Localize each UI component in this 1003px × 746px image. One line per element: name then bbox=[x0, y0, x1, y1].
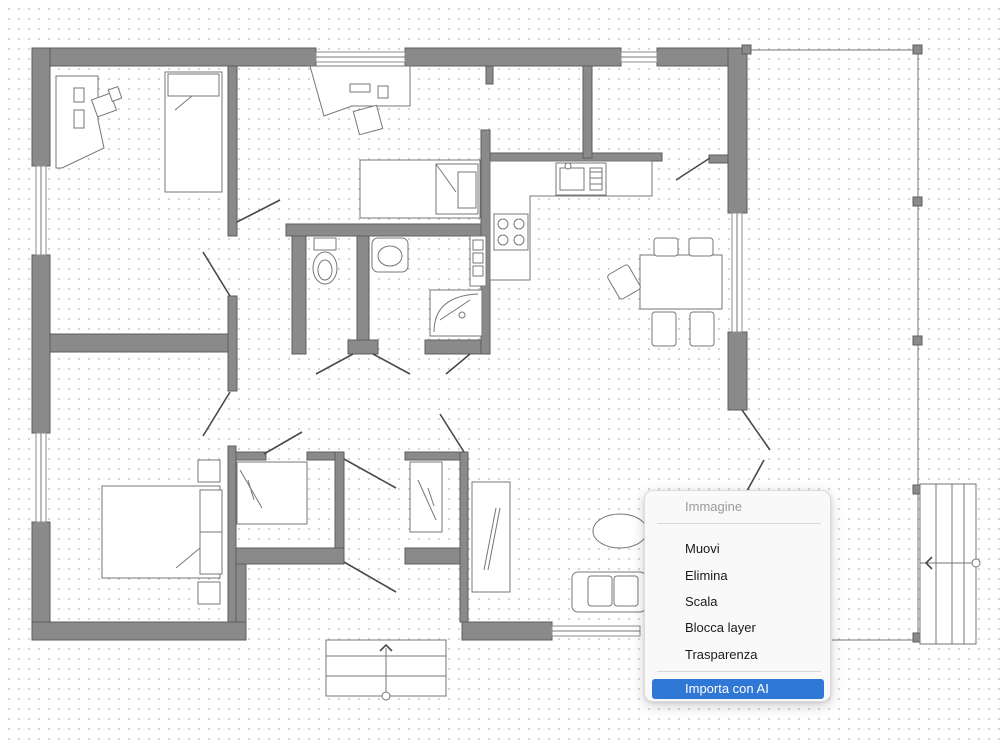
wardrobes bbox=[236, 461, 443, 533]
wall-left-upper bbox=[31, 47, 51, 167]
lower-bed bbox=[101, 459, 223, 605]
wall-right-upper bbox=[727, 47, 748, 214]
entrance-steps bbox=[325, 639, 447, 701]
single-bed bbox=[164, 71, 223, 193]
wall-left-middle bbox=[31, 254, 51, 434]
wall-bottom-left bbox=[31, 621, 247, 641]
dining-table bbox=[607, 237, 723, 347]
interior-walls bbox=[49, 65, 729, 623]
wall-bottom-middle bbox=[461, 621, 553, 641]
door-swings bbox=[202, 157, 771, 593]
menu-header-image: Immagine bbox=[685, 499, 743, 514]
windows bbox=[35, 51, 743, 637]
side-steps bbox=[919, 483, 981, 645]
menu-item-scale[interactable]: Scala bbox=[685, 594, 718, 609]
menu-separator-top bbox=[657, 523, 821, 524]
menu-item-transparency[interactable]: Trasparenza bbox=[685, 647, 758, 662]
exterior-walls bbox=[31, 47, 748, 641]
bathroom-fixtures bbox=[312, 237, 483, 337]
wall-top-middle bbox=[404, 47, 622, 67]
chevron-up-icon bbox=[379, 643, 393, 652]
wall-top-left bbox=[31, 47, 317, 67]
office-furniture bbox=[55, 75, 123, 169]
double-bed-middle bbox=[359, 159, 481, 219]
menu-item-delete[interactable]: Elimina bbox=[685, 568, 728, 583]
terrace bbox=[741, 44, 923, 643]
tv-unit bbox=[471, 481, 511, 593]
menu-item-move[interactable]: Muovi bbox=[685, 541, 720, 556]
desk-top bbox=[309, 65, 411, 136]
menu-separator-bottom bbox=[657, 671, 821, 672]
menu-item-import-ai[interactable]: Importa con AI bbox=[652, 679, 824, 699]
chevron-left-icon bbox=[924, 556, 933, 570]
menu-item-lock-layer[interactable]: Blocca layer bbox=[685, 620, 756, 635]
wall-right-lower bbox=[727, 331, 748, 411]
context-menu: Immagine Muovi Elimina Scala Blocca laye… bbox=[644, 490, 831, 702]
kitchen bbox=[469, 160, 653, 287]
living-area bbox=[571, 513, 648, 613]
